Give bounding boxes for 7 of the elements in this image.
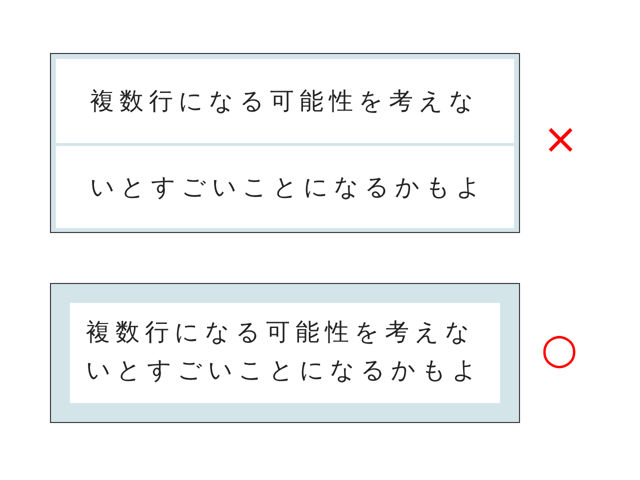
text-card: 複数行になる可能性を考えないとすごいことになるかもよ	[70, 303, 500, 403]
text-row: いとすごいことになるかもよ	[56, 146, 514, 228]
table-frame	[50, 53, 520, 233]
cross-mark: ×	[543, 118, 578, 160]
text-row: 複数行になる可能性を考えな	[56, 59, 514, 143]
panel	[50, 283, 520, 423]
circle-mark: ○	[541, 328, 578, 370]
